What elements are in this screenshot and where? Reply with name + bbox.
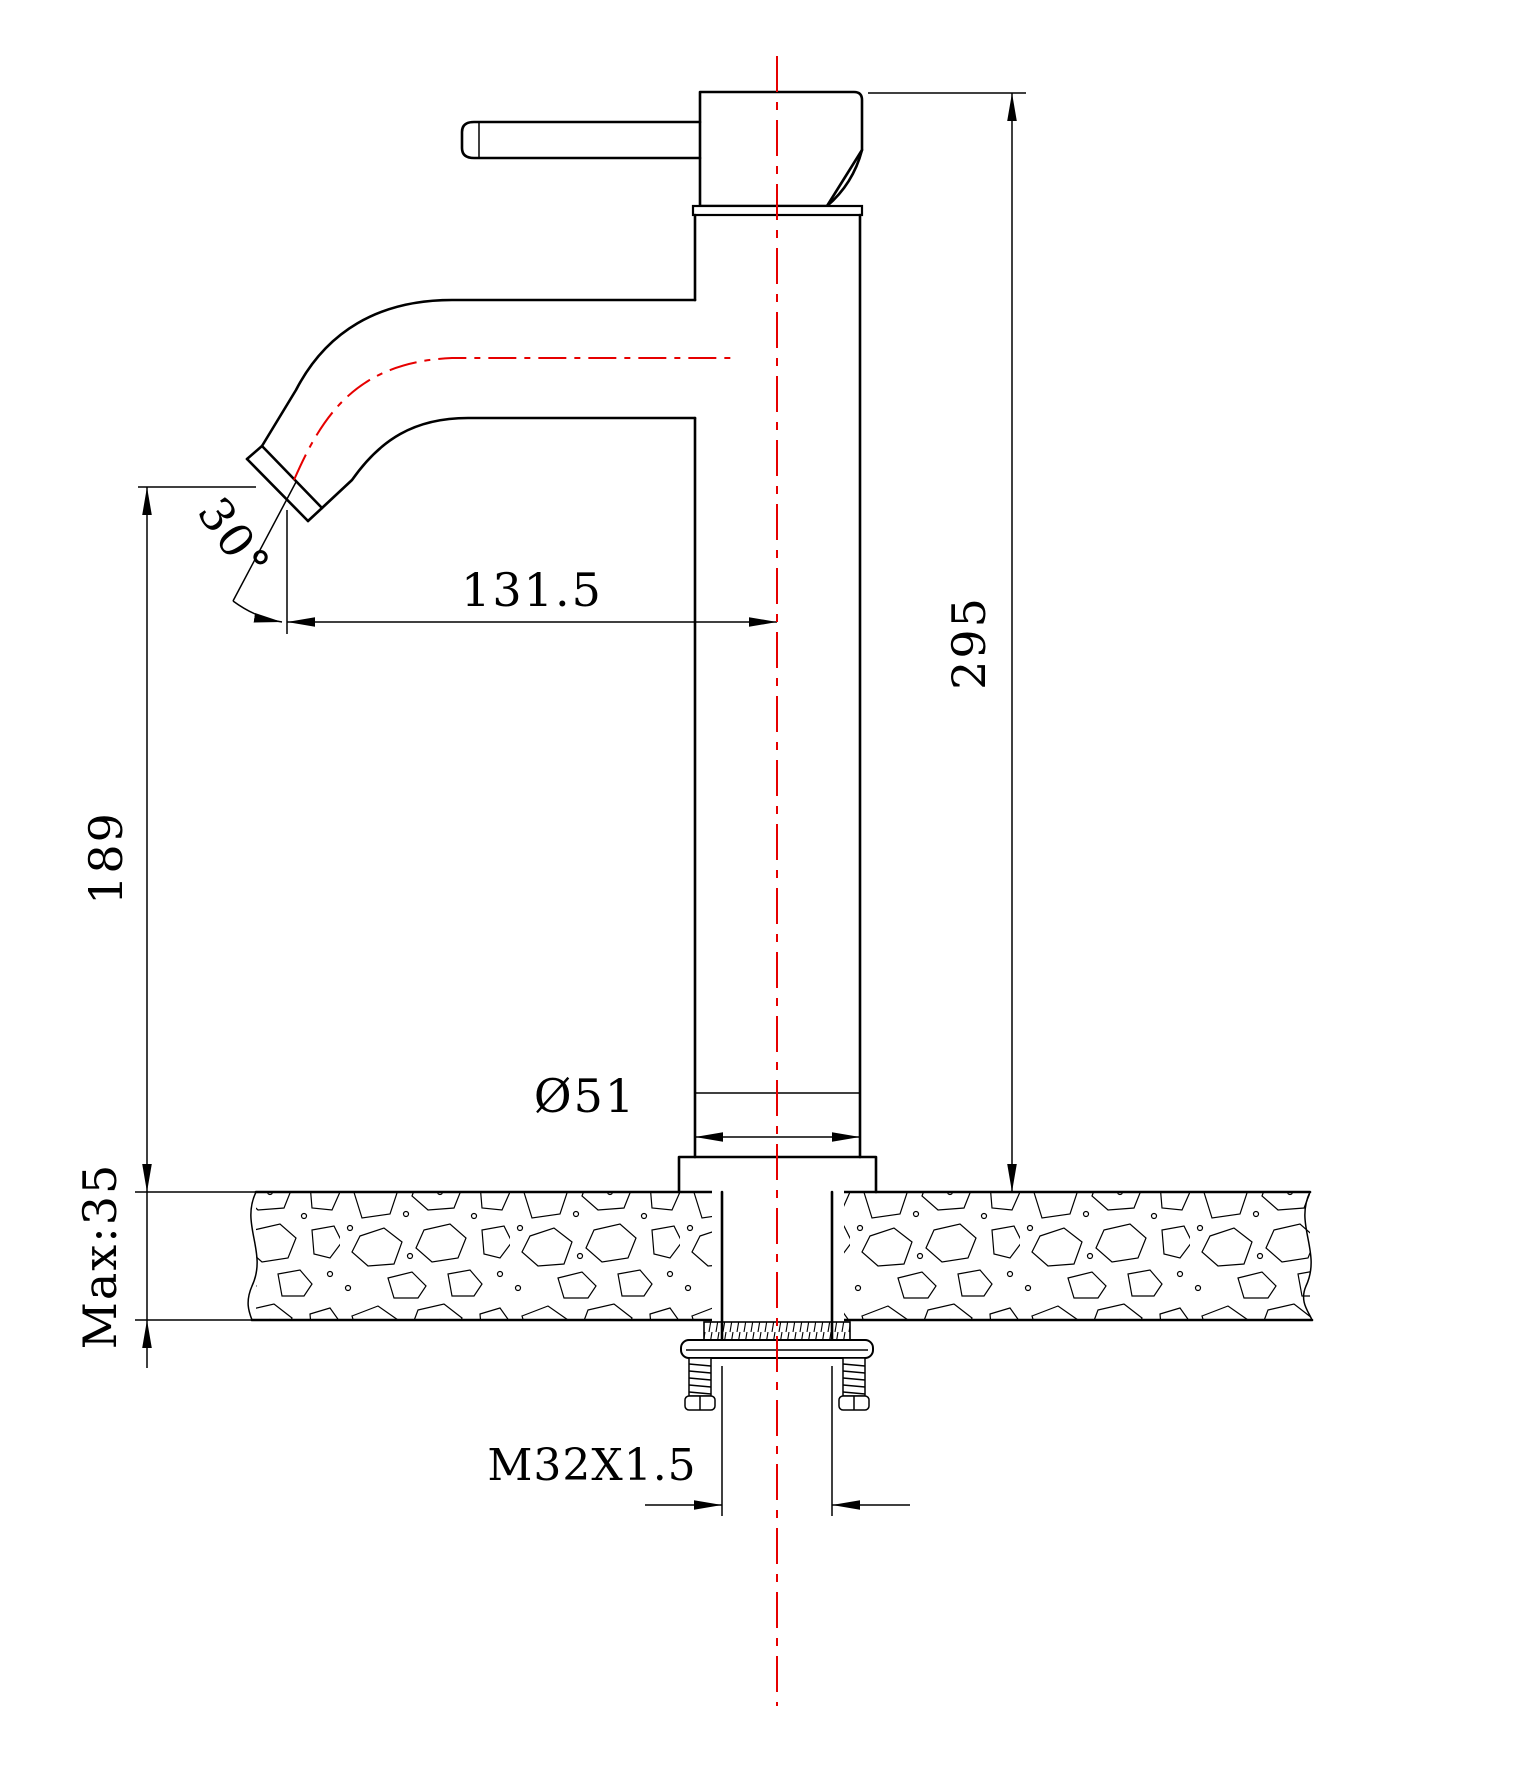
spout-centerline [293,357,738,481]
dim-mounting-thread: M32X1.5 [487,1366,910,1516]
mixer-head [698,90,864,208]
dim-body-diameter-label: Ø51 [534,1069,636,1123]
dimensions: 131.5 30° 295 189 Max:35 [73,92,1026,1516]
dim-spout-angle-label: 30° [187,487,281,590]
dim-overall-height: 295 [868,92,1026,1192]
countertop-section [247,1190,1314,1323]
countertop-left-break-edge [247,1191,258,1321]
right-clamp-screw [838,1357,870,1411]
spout-inner-edge [320,416,697,510]
spout-tip-cap-left [245,444,264,461]
dim-outlet-height: 189 [79,486,258,1193]
dim-spout-angle: 30° [187,481,297,623]
spout-outer-edge [260,298,697,448]
dim-body-diameter: Ø51 [534,1069,860,1142]
dim-spout-reach: 131.5 [286,510,777,634]
centerlines [293,56,778,1706]
dim-overall-height-label: 295 [942,596,996,690]
spout-tip-seam [260,444,324,510]
left-clamp-screw [684,1357,716,1411]
countertop-right-break-edge [1302,1191,1313,1321]
spout [245,298,697,523]
spout-aerator-face [245,457,310,523]
spout-tip-cap-right [306,506,324,523]
dim-mounting-thread-label: M32X1.5 [487,1440,696,1491]
faucet-side-view [245,90,878,1194]
dim-spout-reach-label: 131.5 [461,563,603,617]
swivel-ball-joint [825,148,864,208]
lever-handle [460,120,702,160]
dim-deck-thickness-label: Max:35 [73,1163,127,1350]
dim-deck-thickness: Max:35 [73,1163,258,1368]
dim-outlet-height-label: 189 [79,811,133,905]
